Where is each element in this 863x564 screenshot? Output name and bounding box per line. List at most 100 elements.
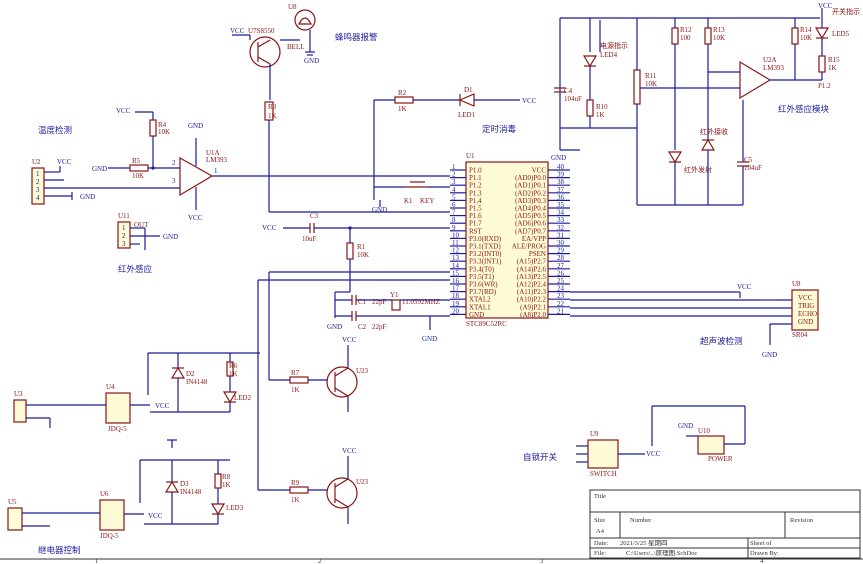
mcu-pin-number: 18 [452, 292, 460, 300]
r7-value: 1K [291, 386, 300, 394]
label-ultrasonic: 超声波检测 [700, 336, 743, 347]
transistor-u23-symbol [326, 366, 358, 398]
mcu-pin-number: 7 [452, 209, 456, 217]
vcc-label-led1: VCC [522, 97, 537, 105]
u23b-label: U23 [356, 478, 369, 486]
svg-text:2: 2 [36, 178, 40, 186]
title-block: Title Size A4 Number Revision Date: 2021… [589, 489, 861, 559]
gnd-label-u10: GND [678, 422, 693, 430]
mcu-pin-number: 11 [452, 239, 459, 247]
u5-connector [7, 507, 23, 531]
mcu-pin-number: 40 [557, 163, 565, 171]
jdq1-label: JDQ-5 [108, 425, 127, 433]
mcu-pin-label: P1.0 [469, 167, 482, 175]
ir-rx-label: 红外接收 [700, 127, 728, 136]
vcc-label: VCC [230, 27, 245, 35]
mcu-pin-number: 30 [557, 239, 565, 247]
r14-label: R14 [800, 26, 812, 34]
c4-value: 104uF [564, 95, 582, 103]
r15-label: R15 [828, 56, 840, 64]
u7-label: U7S8550 [248, 27, 275, 35]
ultrasonic-section: VCC U8 VCC TRIG ECHO GND GND SR04 超声波检测 [700, 280, 819, 359]
col-1: 1 [95, 558, 98, 564]
r14-value: 10K [800, 34, 812, 42]
k1-label: K1 [404, 197, 413, 205]
ir-module: GND C4 104uF 电源指示 LED4 R10 1K R11 10K R1… [551, 2, 860, 206]
r1-value: 10K [357, 251, 369, 259]
mcu-pin-number: 28 [557, 254, 565, 262]
vcc-label-u4: VCC [155, 402, 170, 410]
tb-number: Number [630, 517, 652, 524]
vcc-label-u8: VCC [737, 283, 752, 291]
sr04-label: SR04 [792, 331, 808, 339]
mcu-pin-number: 38 [557, 178, 565, 186]
mcu-pin-number: 4 [452, 186, 456, 194]
tb-date: Date: [594, 540, 608, 547]
r11-value: 10K [645, 80, 657, 88]
mcu-pin-label: P3.4(T0) [469, 265, 495, 273]
col-4: 4 [760, 558, 764, 564]
svg-text:4: 4 [36, 194, 40, 202]
mcu-pin-number: 19 [452, 300, 460, 308]
mcu-pin-label: ALE/PROG [512, 243, 546, 251]
u6-label: U6 [100, 490, 109, 498]
mcu-pin-label: PSEN [529, 250, 546, 258]
r6-value: 1K [229, 370, 238, 378]
label-relay: 继电器控制 [38, 545, 81, 556]
mcu-pin-label: P1.3 [469, 189, 482, 197]
d2-label: D2 [186, 370, 195, 378]
mcu-pin-number: 5 [452, 193, 456, 201]
mcu-pin-label: (A10)P2.2 [517, 296, 547, 304]
mcu-pin-label: (A14)P2.6 [517, 265, 547, 273]
mcu-pin-label: P3.5(T1) [469, 273, 495, 281]
u6-relay [99, 499, 125, 531]
r6-label: R6 [229, 362, 238, 370]
mcu-pin-label: P1.1 [469, 174, 482, 182]
u8-pin-trig: TRIG [798, 302, 814, 310]
gnd-label-u2: GND [80, 193, 95, 201]
mcu-pin-label: (AD5)P0.5 [515, 212, 546, 220]
u8-ref: U8 [792, 280, 801, 288]
ir-sense-section: U11 OUT 123 GND 红外感应 [117, 212, 178, 275]
bell-label: BELL [287, 43, 305, 51]
power-label: POWER [708, 455, 733, 463]
border-ruler: 1 2 3 4 [0, 558, 863, 564]
r1-label: R1 [357, 243, 366, 251]
u3-label: U3 [14, 390, 23, 398]
u11-out: OUT [134, 221, 149, 229]
u23-label: U23 [356, 367, 369, 375]
gnd-label-u1a: GND [188, 122, 203, 130]
label-temp: 温度检测 [38, 125, 72, 136]
label-ir-module: 红外感应模块 [778, 104, 830, 115]
r9-value: 1K [291, 496, 300, 504]
mcu-pin-number: 16 [452, 277, 460, 285]
vcc-label-c3: VCC [262, 224, 277, 232]
mcu-pin-number: 34 [557, 209, 565, 217]
jdq2-label: JDQ-5 [100, 532, 119, 540]
mcu-pin-label: P1.6 [469, 212, 482, 220]
u3-connector [13, 399, 27, 423]
led4-label: LED4 [600, 51, 618, 59]
gnd-label: GND [304, 57, 319, 65]
mcu-pin-number: 39 [557, 171, 565, 179]
r3-value: 1K [268, 112, 277, 120]
tb-title: Title [594, 493, 606, 500]
u4-relay [105, 392, 131, 424]
mcu-pin-number: 33 [557, 216, 565, 224]
mcu-pin-number: 24 [557, 285, 565, 293]
mcu-pin-label: P1.4 [469, 197, 482, 205]
mcu-pin-label: (AD1)P0.1 [515, 182, 546, 190]
mcu-pin-label: XTAL2 [469, 296, 491, 304]
switch-indicator-label: 开关指示 [832, 7, 860, 16]
u5-label: U5 [8, 498, 17, 506]
r12-value: 100 [680, 34, 691, 42]
gnd-label-mcu: GND [422, 335, 437, 343]
u8-ultrasonic-connector [791, 289, 819, 331]
label-ir-sense: 红外感应 [118, 264, 153, 275]
u10-power-jack [697, 435, 725, 455]
mcu-pin-label: P1.2 [469, 182, 482, 190]
mcu-pin-label: P3.1(TXD) [469, 243, 501, 251]
c2-label: C2 [358, 323, 367, 331]
mcu-pin-number: 6 [452, 201, 456, 209]
